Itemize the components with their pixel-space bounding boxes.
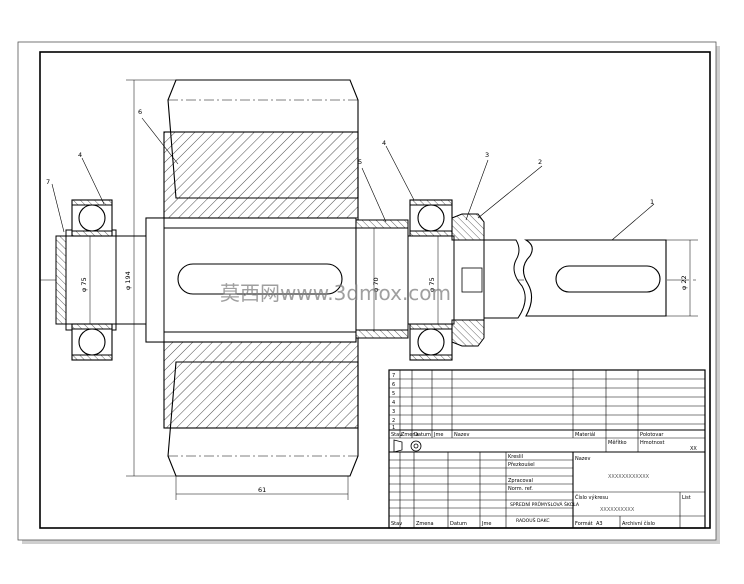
part-leaders (51, 117, 655, 241)
part-number-3: 3 (485, 151, 489, 159)
placeholder-number: XXXXXXXXXX (600, 507, 635, 513)
gear-section-bottom (163, 331, 359, 429)
label-material: Materiál (575, 431, 595, 438)
spacer-sleeve (355, 219, 409, 339)
dim-gear-diameter: φ 194 (124, 271, 132, 290)
label-norm-ref: Norm. ref. (508, 486, 533, 492)
dim-left-bearing: φ 75 (80, 277, 88, 292)
title-block-text: 7 6 5 4 3 2 1 Stav Zmena Datum Jme Nazev… (391, 373, 697, 527)
placeholder-name: XXXXXXXXXXXX (608, 474, 650, 480)
label-prezkousel: Přezkoušel (508, 461, 535, 468)
rev-header-jme: Jme (433, 432, 443, 438)
part-number-5: 5 (358, 158, 362, 166)
right-keyway-slot (555, 265, 661, 293)
dim-shaft-end: φ 22 (680, 275, 688, 290)
label-list: List (682, 495, 691, 501)
dim-shaft: φ 70 (372, 277, 380, 292)
shaft-collar (145, 217, 165, 343)
rev-row-7: 7 (392, 373, 395, 379)
title-block (388, 369, 706, 529)
part-number-6: 6 (138, 108, 142, 116)
dim-right-bearing: φ 75 (428, 277, 436, 292)
dimension-labels: φ 194 φ 75 φ 70 φ 75 φ 22 61 (80, 271, 688, 494)
label-zpracoval: Zpracoval (508, 478, 533, 484)
rev-row-3: 3 (392, 409, 395, 415)
watermark: 莫西网www.3dmox.com (220, 281, 451, 305)
left-shaft-end (55, 235, 147, 325)
label-format-value: A3 (596, 521, 603, 527)
lower-header-zmena: Zmena (416, 521, 434, 527)
part-number-7-left: 7 (46, 178, 50, 186)
rev-header-zmena: Zmena (401, 432, 419, 438)
right-shaft-end (483, 239, 526, 319)
label-school: SPŘEDNÍ PRŮMYSLOVÁ ŠKOLA (510, 500, 580, 508)
label-cislo-vykresu: Číslo výkresu (575, 494, 608, 501)
projection-symbol-icon (393, 439, 422, 453)
part-number-2: 2 (538, 158, 542, 166)
shaft-assembly (40, 79, 700, 477)
label-meritko: Měřítko (608, 439, 627, 446)
label-hmotnost: Hmotnost (640, 440, 664, 446)
rev-row-6: 6 (392, 382, 395, 388)
rev-row-2: 2 (392, 418, 395, 424)
label-city: RADOUŠ DAKC (516, 517, 550, 524)
label-polotovar: Polotovar (640, 432, 664, 438)
gear-section-top (163, 131, 359, 229)
label-xx: XX (690, 446, 697, 452)
rev-header-datum: Datum (414, 432, 431, 438)
part-number-1: 1 (650, 198, 654, 206)
label-archivni: Archivní číslo (622, 520, 655, 527)
dimension-lines (89, 79, 698, 500)
label-nazev-2: Nazev (575, 456, 591, 462)
rev-row-1: 1 (392, 425, 395, 431)
dim-gear-width: 61 (258, 486, 266, 494)
left-bearing (71, 199, 113, 361)
rev-row-5: 5 (392, 391, 395, 397)
lower-header-stav: Stav (391, 521, 402, 527)
lower-header-datum: Datum (450, 521, 467, 527)
part-number-labels: 7 4 6 5 4 3 2 1 (46, 108, 654, 206)
rev-header-stav: Stav (391, 432, 402, 438)
part-number-4-right: 4 (382, 139, 386, 147)
label-format: Formát (575, 520, 593, 527)
right-bearing (407, 199, 455, 361)
rev-row-4: 4 (392, 400, 395, 406)
part-number-4-left: 4 (78, 151, 82, 159)
label-nazev: Nazev (454, 432, 470, 438)
lower-header-jme: Jme (481, 521, 491, 527)
label-kreslil: Kreslil (508, 454, 523, 460)
keyway-slot (177, 263, 343, 295)
